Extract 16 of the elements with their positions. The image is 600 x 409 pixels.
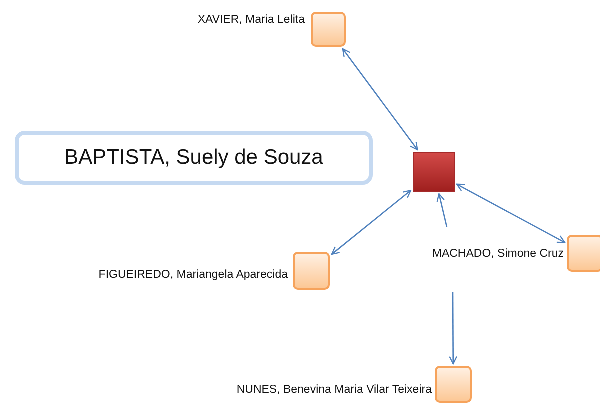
name-box	[15, 131, 373, 185]
name-label: FIGUEIREDO, Mariangela Aparecida	[98, 269, 288, 281]
person-square	[293, 252, 330, 290]
arrow	[436, 193, 448, 228]
arrow	[449, 292, 458, 365]
person-square	[311, 12, 346, 47]
arrow	[331, 190, 412, 256]
name-label: NUNES, Benevina Maria Vilar Teixeira	[236, 384, 432, 396]
person-square	[435, 366, 472, 403]
arrow	[342, 48, 418, 151]
person-square	[567, 235, 600, 272]
name-label: XAVIER, Maria Lelita	[196, 14, 305, 26]
arrow	[456, 184, 566, 244]
center-square	[413, 152, 455, 192]
name-text: BAPTISTA, Suely de Souza	[64, 146, 324, 170]
name-label: MACHADO, Simone Cruz	[431, 248, 564, 260]
